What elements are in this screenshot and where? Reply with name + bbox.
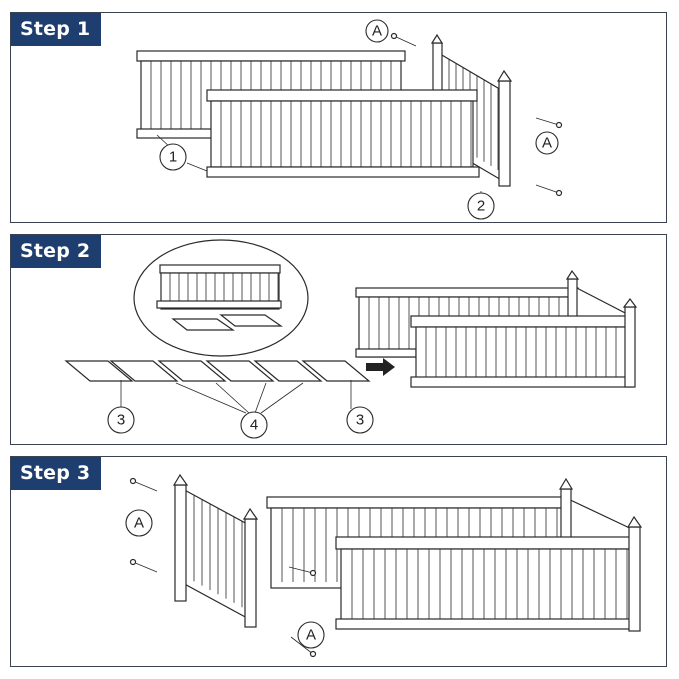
screw-icon-1 [390,32,417,47]
front-long-panel [206,89,480,178]
callout-1: 1 [159,143,187,171]
step-2-badge: Step 2 [11,235,102,268]
screw-icon-2 [535,117,563,129]
callout-a-right: A [535,131,559,155]
insert-arrow-icon [366,358,395,376]
svg-text:A: A [372,23,382,40]
floor-slats [64,360,371,382]
callout-2: 2 [467,192,495,220]
svg-text:1: 1 [169,149,177,166]
callout-a-top: A [365,19,389,43]
assembled-box [266,477,643,632]
partially-assembled-box [355,269,638,388]
screw-icon-d [290,636,317,658]
screw-icon-c [288,566,317,577]
svg-text:3: 3 [356,412,364,429]
callout-3-left: 3 [107,406,135,434]
svg-text:A: A [134,515,144,532]
step-2-panel: Step 2 3 4 3 [10,234,667,445]
step-3-illustration: A A [125,473,643,658]
callout-4: 4 [240,411,268,439]
screw-icon-3 [535,184,563,197]
callout-a-left: A [125,509,153,537]
step-1-badge: Step 1 [11,13,102,46]
svg-text:A: A [306,627,316,644]
zoom-detail [133,239,309,357]
svg-text:2: 2 [477,198,485,215]
svg-text:A: A [542,135,552,152]
step-3-badge: Step 3 [11,457,102,490]
svg-text:3: 3 [117,412,125,429]
svg-text:4: 4 [250,417,258,434]
callout-3-right: 3 [346,406,374,434]
callout-a-bottom: A [297,621,325,649]
step-3-panel: Step 3 [10,456,667,667]
step-1-illustration: A A 1 2 [136,19,563,220]
screw-icon-a [129,477,158,492]
screw-icon-b [129,558,158,573]
side-panel-left [172,473,259,628]
step-2-illustration: 3 4 3 [64,239,638,439]
step-1-panel: Step 1 [10,12,667,223]
